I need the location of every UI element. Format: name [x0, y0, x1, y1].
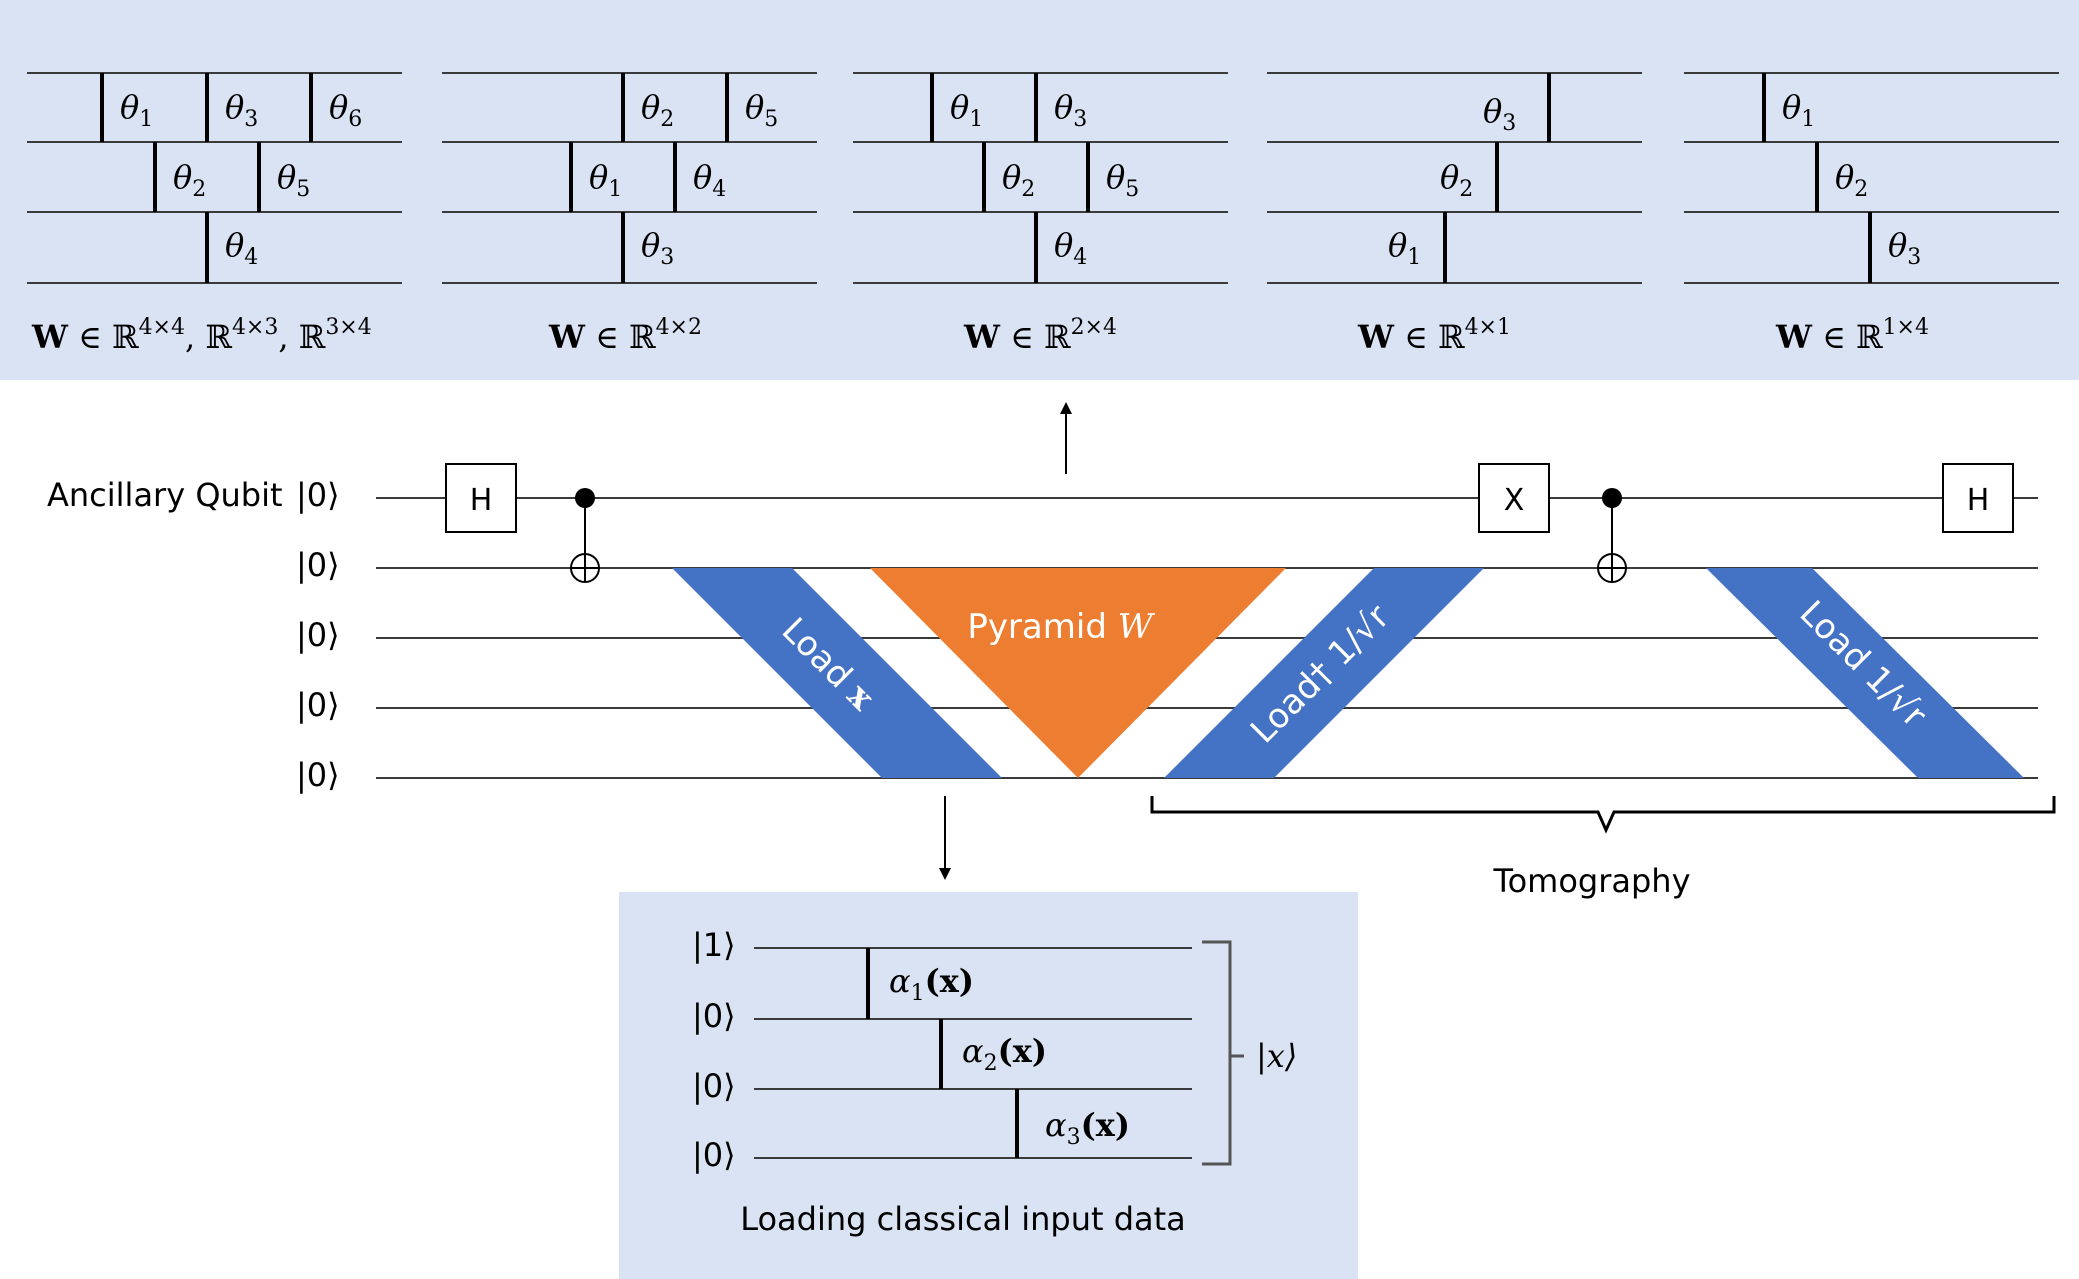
arrow-up-icon: [1060, 402, 1072, 474]
gate-theta-label: θ3: [225, 88, 258, 132]
svg-text:H: H: [1967, 483, 1990, 518]
gate-theta-label: θ2: [173, 158, 206, 202]
gate-theta-label: θ3: [1888, 226, 1921, 270]
alpha-label: α2(x): [962, 1032, 1047, 1076]
ancilla-label: Ancillary Qubit: [47, 476, 283, 514]
circuit-caption: W ∈ ℝ4×1: [1357, 315, 1511, 356]
ket-label: |0⟩: [296, 476, 340, 514]
ket-label: |0⟩: [296, 686, 340, 724]
gate-theta-label: θ2: [1835, 158, 1868, 202]
gate-theta-label: θ5: [745, 88, 778, 132]
pyramid-block: [870, 568, 1286, 778]
ket-label: |1⟩: [692, 926, 736, 964]
gate-theta-label: θ1: [1782, 88, 1815, 132]
alpha-label: α1(x): [889, 962, 974, 1006]
circuit-2: θ2 θ5 θ1 θ4 θ3 W ∈ ℝ4×2: [442, 72, 817, 356]
ket-label: |0⟩: [692, 1136, 736, 1174]
gate-theta-label: θ5: [277, 158, 310, 202]
hadamard-gate: H: [1942, 463, 2014, 533]
tomography-brace: [1150, 796, 2056, 834]
circuit-caption: W ∈ ℝ4×2: [548, 315, 702, 356]
gate-theta-label: θ6: [329, 88, 362, 132]
arrow-down-icon: [939, 796, 951, 880]
gate-theta-label: θ2: [1002, 158, 1035, 202]
gate-theta-label: θ4: [225, 226, 258, 270]
gate-theta-label: θ3: [641, 226, 674, 270]
circuit-5: θ1 θ2 θ3 W ∈ ℝ1×4: [1684, 72, 2059, 356]
gate-theta-label: θ1: [1388, 226, 1421, 270]
gate-theta-label: θ2: [1440, 158, 1473, 202]
circuit-caption: W ∈ ℝ1×4: [1775, 315, 1929, 356]
gate-theta-label: θ3: [1054, 88, 1087, 132]
gate-theta-label: θ1: [950, 88, 983, 132]
pyramid-label: Pyramid W: [967, 607, 1155, 647]
ket-label: |0⟩: [296, 756, 340, 794]
tomography-label: Tomography: [1492, 862, 1690, 900]
cnot-gate: [1597, 488, 1627, 583]
ket-label: |0⟩: [692, 1067, 736, 1105]
state-label: |x⟩: [1256, 1037, 1297, 1075]
bottom-panel-background: [619, 892, 1358, 1279]
load-dagger-block: [1164, 568, 1484, 778]
bottom-panel-caption: Loading classical input data: [740, 1200, 1186, 1238]
gate-theta-label: θ1: [120, 88, 153, 132]
gate-theta-label: θ4: [693, 158, 726, 202]
circuit-3: θ1 θ3 θ2 θ5 θ4 W ∈ ℝ2×4: [853, 72, 1228, 356]
hadamard-gate: H: [445, 463, 517, 533]
circuit-caption: W ∈ ℝ2×4: [963, 315, 1117, 356]
circuit-4: θ3 θ2 θ1 W ∈ ℝ4×1: [1267, 72, 1642, 356]
gate-theta-label: θ1: [589, 158, 622, 202]
circuit-caption: W ∈ ℝ4×4, ℝ4×3, ℝ3×4: [31, 315, 372, 356]
top-panel-background: [0, 0, 2079, 380]
x-gate: X: [1478, 463, 1550, 533]
ket-label: |0⟩: [692, 997, 736, 1035]
circuit-1: θ1 θ3 θ6 θ2 θ5 θ4 W ∈ ℝ4×4, ℝ4×3, ℝ3×4: [27, 72, 402, 356]
alpha-label: α3(x): [1045, 1106, 1130, 1150]
ket-label: |0⟩: [296, 616, 340, 654]
gate-theta-label: θ3: [1483, 92, 1516, 136]
cnot-gate: [570, 488, 600, 583]
load-sqrt-block: [1706, 568, 2024, 778]
svg-text:X: X: [1504, 483, 1525, 518]
load-x-block: [672, 568, 1002, 778]
gate-theta-label: θ2: [641, 88, 674, 132]
gate-theta-label: θ5: [1106, 158, 1139, 202]
ket-label: |0⟩: [296, 546, 340, 584]
state-bracket: [1202, 940, 1244, 1166]
gate-theta-label: θ4: [1054, 226, 1087, 270]
svg-text:H: H: [470, 483, 493, 518]
